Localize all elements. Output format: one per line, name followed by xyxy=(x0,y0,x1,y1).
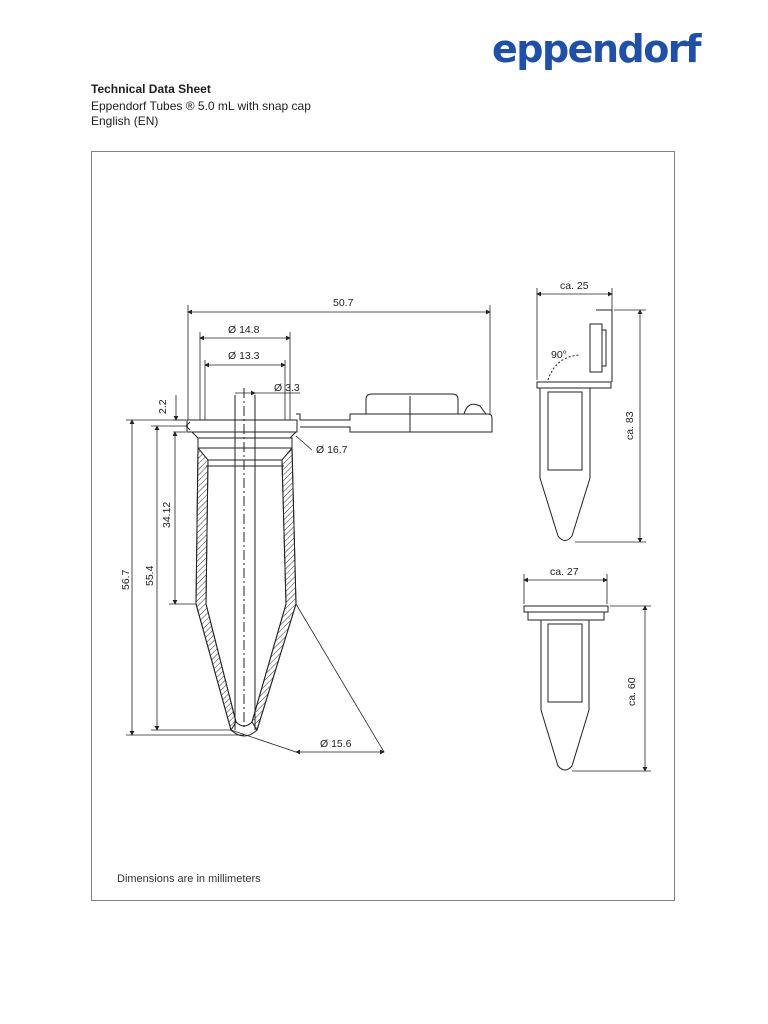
dim-small-dia: Ø 3.3 xyxy=(274,382,300,394)
closed-view-dimensions xyxy=(523,574,651,772)
open-view-dimensions xyxy=(536,288,646,543)
tube-open-view xyxy=(536,309,613,541)
dim-open-height: ca. 83 xyxy=(624,411,636,440)
document-title: Technical Data Sheet xyxy=(91,82,211,96)
tube-side-view xyxy=(185,388,493,737)
dim-closed-height: ca. 60 xyxy=(626,677,638,706)
dim-body-height: 55.4 xyxy=(144,565,156,586)
product-name: Eppendorf Tubes ® 5.0 mL with snap cap xyxy=(91,99,311,113)
drawing-frame xyxy=(91,151,675,901)
dim-overall-width: 50.7 xyxy=(333,297,354,309)
dim-cylinder-height: 34.12 xyxy=(161,502,173,528)
side-view-dimensions xyxy=(126,305,491,755)
dim-open-width: ca. 25 xyxy=(560,280,589,292)
eppendorf-logo: eppendorf xyxy=(492,27,702,71)
units-note: Dimensions are in millimeters xyxy=(117,873,261,885)
dim-closed-width: ca. 27 xyxy=(550,566,579,578)
dim-open-angle: 90° xyxy=(551,349,567,361)
dim-collar-dia: Ø 16.7 xyxy=(316,444,348,456)
dim-inner-dia-1: Ø 14.8 xyxy=(228,324,260,336)
dim-inner-dia-2: Ø 13.3 xyxy=(228,350,260,362)
dim-rim-height: 2.2 xyxy=(157,399,169,414)
language-label: English (EN) xyxy=(91,114,159,128)
dim-cone-dia: Ø 15.6 xyxy=(320,738,352,750)
tube-closed-view xyxy=(523,605,609,771)
dim-total-height: 56.7 xyxy=(120,569,132,590)
